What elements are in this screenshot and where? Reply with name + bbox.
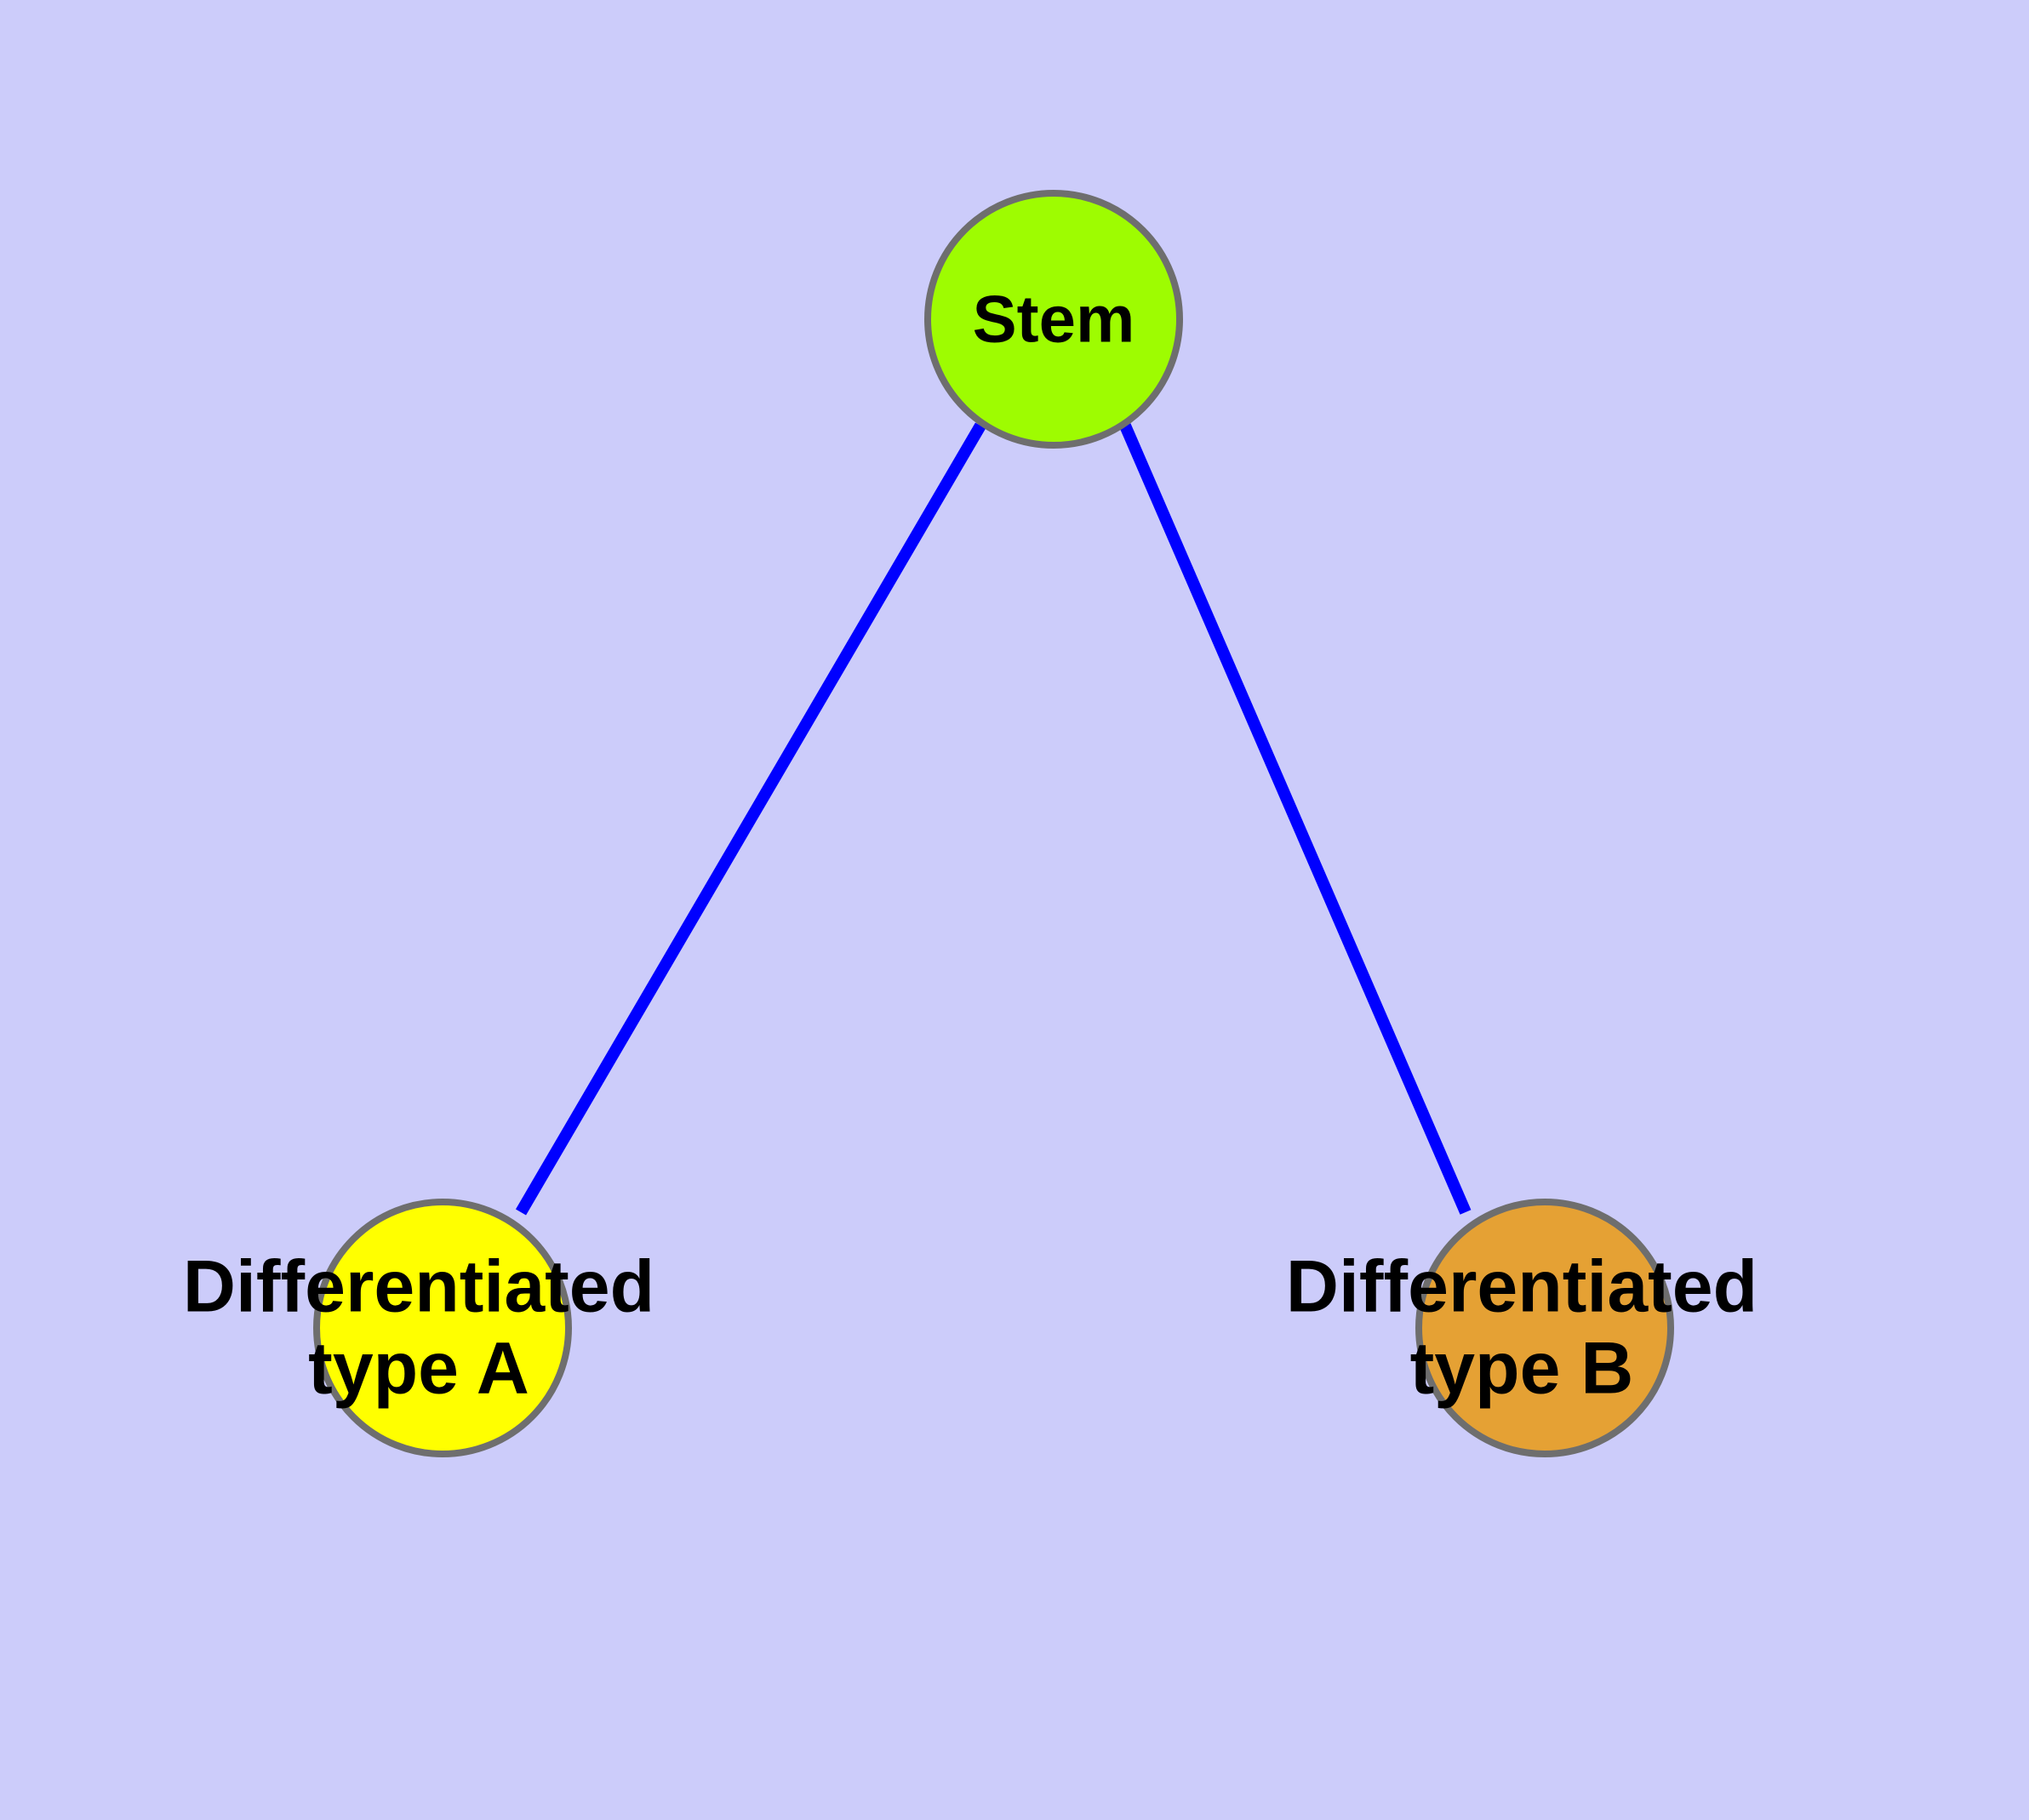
edge-stem-to-type-a[interactable]	[515, 422, 986, 1216]
node-diff-type-a[interactable]	[313, 1199, 572, 1457]
node-diff-type-b[interactable]	[1415, 1199, 1674, 1457]
node-stem[interactable]	[924, 190, 1183, 449]
edge-stem-to-type-b[interactable]	[1119, 423, 1472, 1215]
